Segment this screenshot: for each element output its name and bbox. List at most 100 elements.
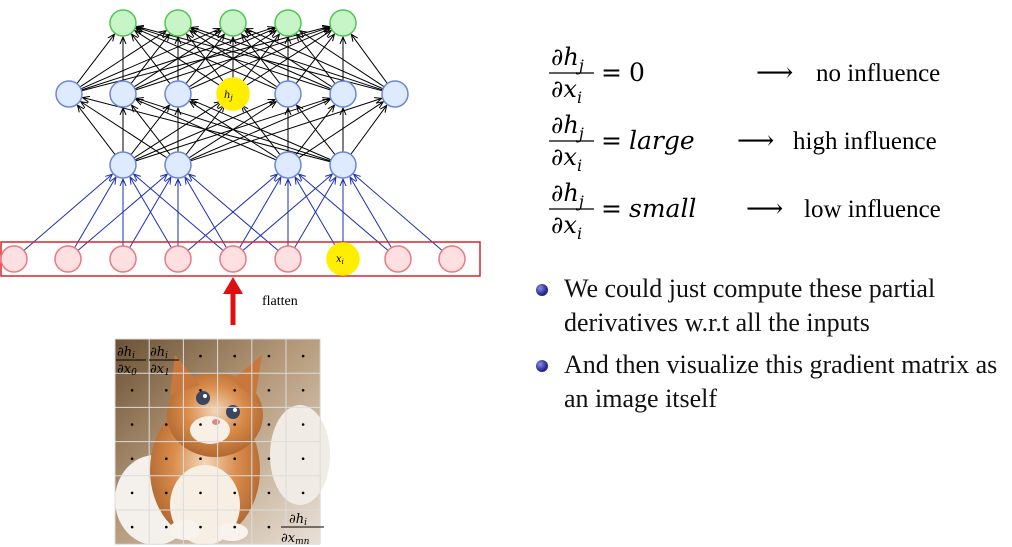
black-edge xyxy=(136,27,331,91)
grid-dot xyxy=(165,389,168,392)
svg-text:∂hi: ∂hi xyxy=(150,345,168,361)
grid-dot xyxy=(267,457,271,461)
output-layer xyxy=(109,9,357,37)
hidden1-node xyxy=(109,151,137,179)
grid-dot xyxy=(233,491,236,495)
grid-dot xyxy=(199,423,202,426)
input-layer xyxy=(0,242,466,276)
hidden2-to-output-edges xyxy=(76,27,388,92)
grid-dot xyxy=(165,423,168,426)
input-node xyxy=(219,245,247,273)
bullet-icon xyxy=(536,284,548,296)
input-node xyxy=(274,245,302,273)
output-node xyxy=(219,9,247,37)
hidden1-node xyxy=(329,151,357,179)
hidden1-node xyxy=(274,151,302,179)
output-node xyxy=(109,9,137,37)
gradient-grid xyxy=(114,338,321,545)
hidden2-node xyxy=(164,80,192,108)
equals-sign: = xyxy=(601,58,622,87)
influence-label: no influence xyxy=(816,60,940,87)
grid-dot xyxy=(130,389,134,392)
grid-dot xyxy=(301,491,305,495)
blue-edge xyxy=(354,174,443,251)
hidden2-node xyxy=(109,80,137,108)
equation-result: 0 xyxy=(629,58,645,87)
hidden1-node xyxy=(164,151,192,179)
black-edge xyxy=(77,105,116,155)
black-edge xyxy=(297,105,336,156)
svg-text:∂xmn: ∂xmn xyxy=(281,531,310,547)
black-edge xyxy=(76,34,115,84)
blue-edge xyxy=(23,174,113,251)
grid-dot xyxy=(267,525,271,529)
grid-dots xyxy=(130,354,305,529)
flatten-arrow-head xyxy=(223,277,243,294)
grid-dot xyxy=(130,457,134,461)
grid-dot xyxy=(301,457,305,461)
black-edge xyxy=(137,27,383,92)
bullet-icon xyxy=(536,360,548,372)
equation-row: ∂hj∂xi=0⟶no influence xyxy=(549,43,940,107)
grid-dot xyxy=(301,389,305,392)
influence-label: low influence xyxy=(804,196,941,223)
grid-dot xyxy=(199,354,202,358)
blue-edge xyxy=(185,177,227,249)
grid-dot xyxy=(199,457,202,461)
hidden1-to-hidden2-edges xyxy=(77,98,386,163)
implies-arrow-icon: ⟶ xyxy=(756,58,793,88)
grid-dot xyxy=(301,354,305,358)
grid-dot xyxy=(233,457,236,461)
svg-text:∂x0: ∂x0 xyxy=(117,362,137,378)
equation-row: ∂hj∂xi=small⟶low influence xyxy=(549,179,941,243)
svg-text:∂hi: ∂hi xyxy=(289,512,307,528)
grid-dot xyxy=(130,423,134,426)
black-edge xyxy=(132,34,171,85)
hidden-layer-1 xyxy=(109,151,357,179)
blue-edge xyxy=(294,177,336,249)
black-edge xyxy=(190,98,381,162)
input-node xyxy=(438,245,466,273)
fraction-numerator: ∂hj xyxy=(551,111,584,143)
partial-label-x1: ∂hi ∂x1 xyxy=(149,345,179,378)
hidden2-node xyxy=(381,80,409,108)
grid-dot xyxy=(165,491,168,495)
fraction-denominator: ∂xi xyxy=(551,75,582,107)
bullet-list: We could just compute these partial deri… xyxy=(536,272,1001,424)
partial-derivative-equations: ∂hj∂xi=0⟶no influence∂hj∂xi=large⟶high i… xyxy=(549,43,941,243)
input-node-highlighted xyxy=(326,242,360,276)
black-edge xyxy=(132,105,171,156)
grid-dot xyxy=(130,491,134,495)
hidden2-node xyxy=(274,80,302,108)
black-edge xyxy=(351,34,388,84)
black-edge xyxy=(191,100,332,161)
grid-dot xyxy=(301,423,305,426)
input-node xyxy=(109,245,137,273)
black-edge xyxy=(135,31,223,88)
blue-edge xyxy=(350,177,392,249)
grid-dot xyxy=(233,423,236,426)
black-edge xyxy=(191,27,383,91)
blue-edge xyxy=(74,177,116,249)
blue-edge xyxy=(129,177,171,249)
svg-text:∂hi: ∂hi xyxy=(117,345,135,361)
grid-dot xyxy=(267,389,271,392)
grid-dot xyxy=(199,525,202,529)
input-node xyxy=(54,245,82,273)
hj-node-label: hj xyxy=(224,90,233,102)
implies-arrow-icon: ⟶ xyxy=(746,194,783,224)
grid-dot xyxy=(267,354,271,358)
black-edge xyxy=(136,29,277,90)
influence-label: high influence xyxy=(793,128,937,155)
output-node xyxy=(329,9,357,37)
equation-result: small xyxy=(629,194,696,223)
black-edge xyxy=(298,102,384,159)
hidden2-node-highlighted xyxy=(216,77,250,111)
black-edge xyxy=(81,102,168,159)
black-edge xyxy=(136,98,331,162)
input-node xyxy=(164,245,192,273)
grid-dot xyxy=(130,525,134,529)
hidden2-node xyxy=(329,80,357,108)
black-edge xyxy=(300,31,385,88)
